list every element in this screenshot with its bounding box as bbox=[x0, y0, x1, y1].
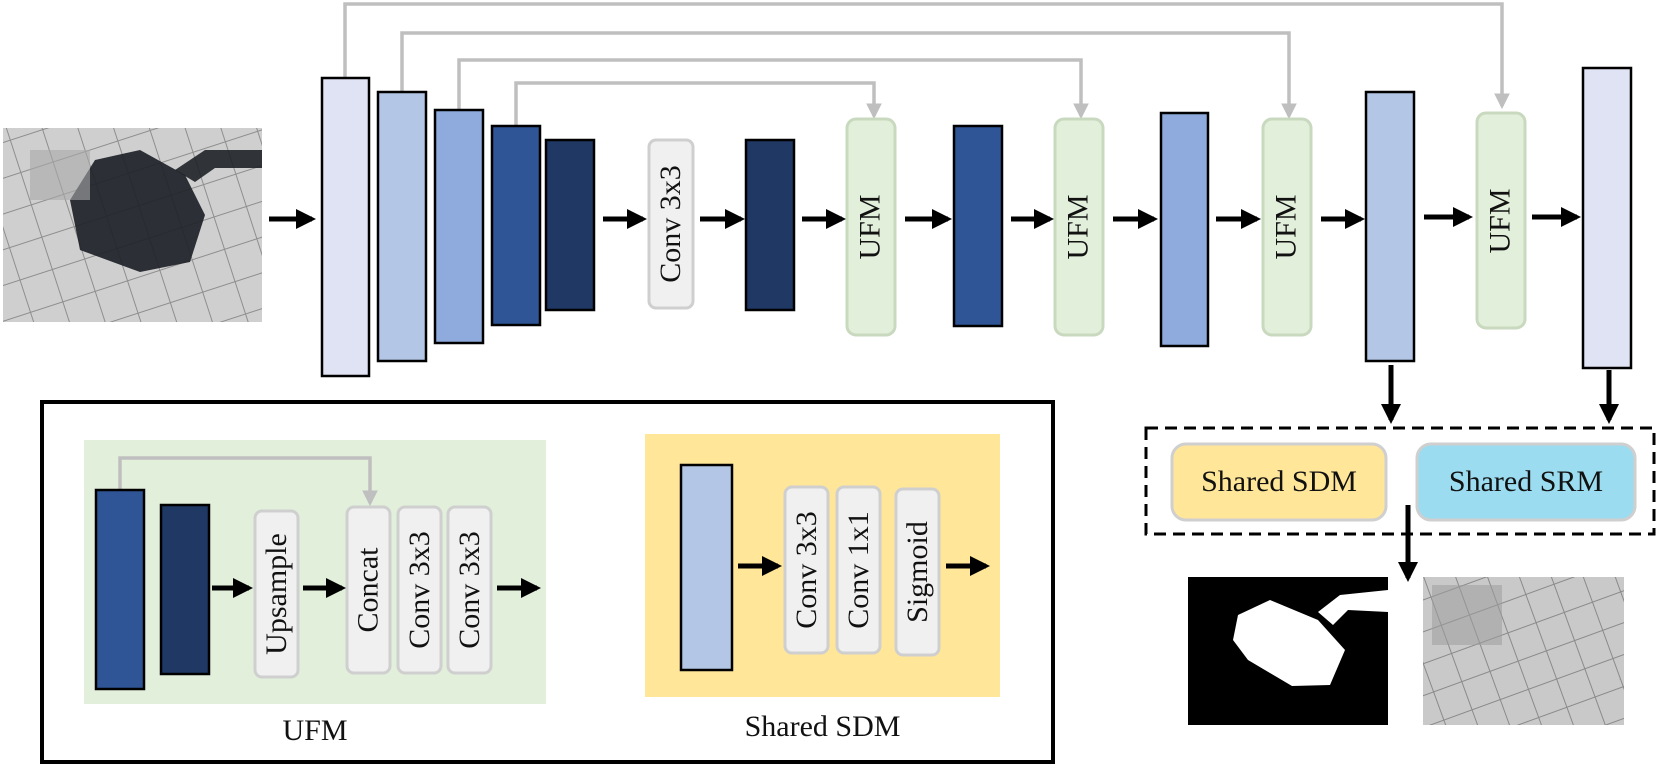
encoder-block-2 bbox=[376, 90, 428, 363]
mask-output-image bbox=[1188, 577, 1388, 725]
sdm-legend-op-box bbox=[894, 487, 941, 657]
ufm-legend-op-box bbox=[396, 505, 443, 675]
encoder-block-5 bbox=[544, 138, 596, 312]
ufm-skip-arrow bbox=[118, 456, 378, 507]
bottleneck-block bbox=[744, 138, 796, 312]
ufm-box-4 bbox=[1475, 111, 1527, 330]
sdm-legend-op-box bbox=[835, 485, 882, 655]
decoder-block-2 bbox=[1159, 111, 1210, 348]
sdm-legend-op-box bbox=[783, 485, 830, 655]
decoder-block-1 bbox=[952, 124, 1004, 328]
skip-arrow-3 bbox=[457, 58, 1089, 120]
decoder-block-4 bbox=[1581, 66, 1633, 370]
sdm-legend-caption: Shared SDM bbox=[744, 710, 901, 743]
bottleneck-conv-label: Conv 3x3 bbox=[654, 165, 688, 283]
ufm-box-1 bbox=[845, 117, 897, 337]
ufm-op-label: Conv 3x3 bbox=[402, 531, 436, 649]
ufm-op-label: Conv 3x3 bbox=[452, 531, 486, 649]
sdm-op-label: Conv 1x1 bbox=[841, 511, 875, 629]
heads-dashed-frame bbox=[1144, 426, 1656, 536]
ufm-box-3 bbox=[1261, 117, 1313, 337]
ufm-box-2 bbox=[1053, 117, 1105, 337]
shared-srm-label: Shared SRM bbox=[1448, 465, 1604, 498]
ufm-op-label: Concat bbox=[351, 547, 385, 633]
encoder-block-3 bbox=[433, 108, 485, 345]
shared-sdm-box bbox=[1170, 442, 1388, 522]
encoder-block-4 bbox=[490, 124, 542, 327]
bottleneck-conv-box bbox=[647, 138, 695, 310]
ufm-label-4: UFM bbox=[1484, 187, 1517, 254]
shared-sdm-label: Shared SDM bbox=[1201, 465, 1357, 498]
input-image bbox=[3, 128, 262, 322]
encoder-block-1 bbox=[320, 76, 371, 378]
ufm-label-2: UFM bbox=[1062, 194, 1095, 260]
sdm-op-label: Sigmoid bbox=[900, 521, 934, 623]
ufm-label-1: UFM bbox=[854, 194, 887, 260]
ufm-op-label: Upsample bbox=[259, 533, 293, 655]
shadow-free-output-image bbox=[1423, 577, 1624, 725]
decoder-block-3 bbox=[1364, 90, 1416, 363]
ufm-legend-op-box bbox=[253, 509, 300, 679]
ufm-legend-op-box bbox=[446, 505, 493, 675]
sdm-legend-block bbox=[679, 463, 734, 672]
legend-frame bbox=[40, 400, 1055, 764]
skip-connections bbox=[343, 2, 1510, 126]
ufm-legend-op-box bbox=[345, 505, 392, 675]
sdm-op-label: Conv 3x3 bbox=[789, 511, 823, 629]
skip-arrow-2 bbox=[400, 31, 1297, 120]
ufm-legend-caption: UFM bbox=[282, 714, 348, 747]
ufm-label-3: UFM bbox=[1270, 194, 1303, 260]
ufm-legend-block-b bbox=[159, 503, 211, 676]
skip-arrow-1 bbox=[343, 2, 1510, 110]
ufm-legend-block-a bbox=[94, 488, 146, 691]
shared-srm-box bbox=[1415, 442, 1637, 522]
skip-arrow-4 bbox=[514, 81, 882, 126]
flow-arrows bbox=[269, 207, 1619, 582]
